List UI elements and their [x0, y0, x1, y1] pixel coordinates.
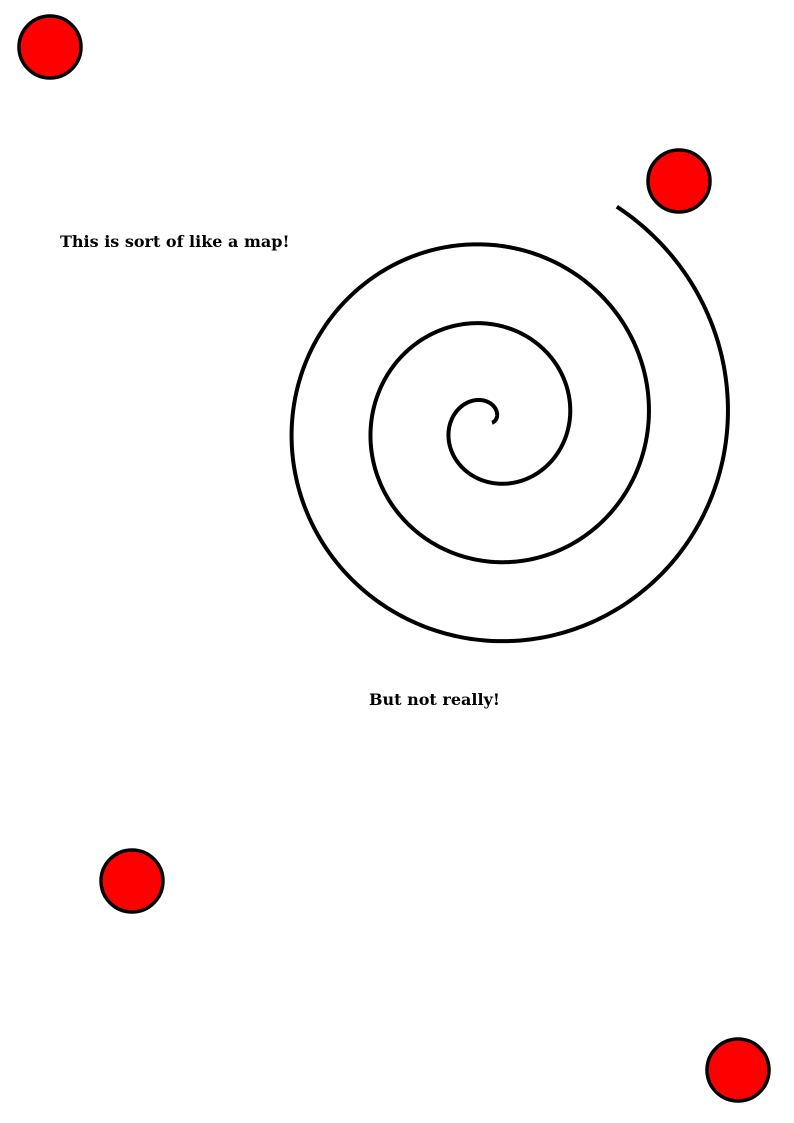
red-marker-top-right [646, 148, 712, 214]
map-caption: This is sort of like a map! [60, 232, 290, 251]
not-really-caption: But not really! [369, 690, 500, 709]
red-marker-bottom-left [99, 848, 165, 914]
red-marker-top-left [17, 14, 83, 80]
red-marker-bottom-right [705, 1037, 771, 1103]
spiral-path [289, 205, 730, 644]
